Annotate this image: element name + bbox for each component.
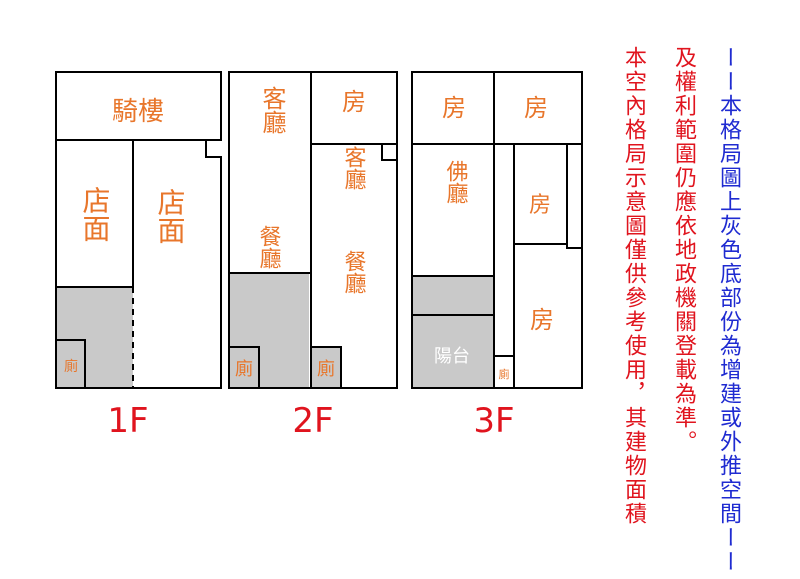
addition-area-1f [56,287,133,388]
floor-3f: 房 房 佛廳 房 房 陽台 廁 3F [411,71,583,441]
room-toilet-3f: 廁 [499,367,510,381]
wall-3f-notch [566,144,582,249]
room-3f-top-right: 房 [524,94,548,122]
addition-area-2f [229,273,309,388]
wall-2f-notch [381,144,397,161]
disclaimer-red-column-2: 及權利範圍仍應依地政機關登載為準。 [671,46,696,454]
floor-label-1f: 1F [107,401,148,441]
room-balcony: 陽台 [434,346,470,367]
room-toilet-1f: 廁 [64,358,78,375]
room-dining-right: 餐廳 [341,250,367,294]
disclaimer-red-column-1: 本空內格局示意圖僅供參考使用，其建物面積 [621,46,646,526]
room-toilet-2f-left: 廁 [235,358,253,380]
wall-2f-toilet-right [310,346,342,389]
floor-label-2f: 2F [292,401,333,441]
addition-note-blue-column: ーー本格局圖上灰色底部份為增建或外推空間ーー [716,46,741,574]
wall-1f-toilet [55,339,86,389]
room-shop-right: 店面 [154,188,187,244]
room-3f-mid-right: 房 [529,193,551,218]
room-arcade: 騎樓 [112,97,164,127]
room-toilet-2f-right: 廁 [317,358,335,380]
room-shop-left: 店面 [79,186,112,242]
room-buddha-hall: 佛廳 [443,160,469,204]
room-3f-low-right: 房 [530,306,554,334]
floor-1f: 騎樓 店面 店面 廁 1F [55,71,222,441]
room-3f-top-left: 房 [442,94,466,122]
room-2f-room: 房 [342,88,366,116]
floor-2f: 客廳 房 客廳 餐廳 餐廳 廁 廁 2F [228,71,398,441]
wall-2f-toilet-left [228,346,260,389]
addition-area-3f [412,276,494,388]
floor-label-3f: 3F [473,401,514,441]
wall-arcade [55,71,222,141]
wall-3f-toilet [493,355,515,389]
room-living-right: 客廳 [341,146,367,190]
room-living-left: 客廳 [258,86,286,134]
room-dining-left: 餐廳 [256,225,282,269]
